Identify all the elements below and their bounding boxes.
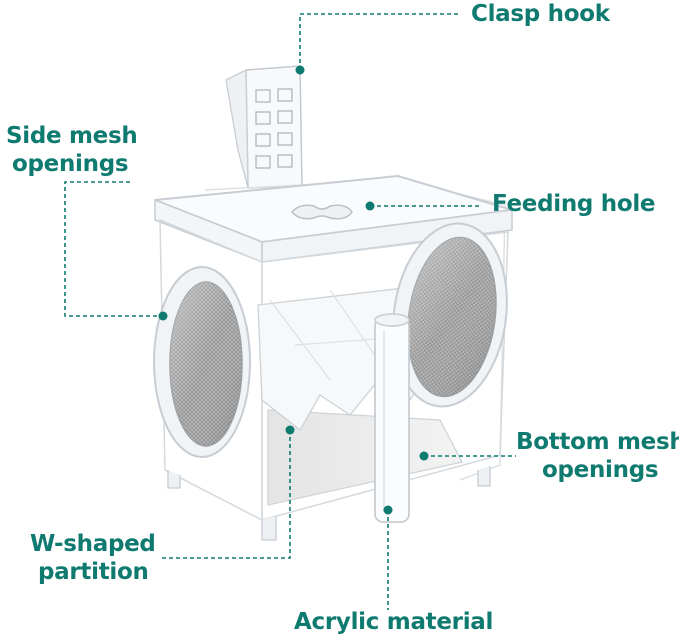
feeding-hole — [290, 204, 353, 220]
label-w-shaped-partition: W-shaped partition — [30, 530, 156, 586]
label-w-partition-line1: W-shaped — [30, 531, 156, 557]
label-acrylic-material: Acrylic material — [294, 608, 493, 636]
label-feeding-hole-text: Feeding hole — [492, 191, 656, 217]
label-acrylic-material-text: Acrylic material — [294, 609, 494, 635]
label-bottom-mesh-line2: openings — [542, 457, 659, 483]
clasp-hook — [225, 65, 303, 189]
label-side-mesh-openings: Side mesh openings — [6, 122, 138, 178]
label-feeding-hole: Feeding hole — [492, 190, 656, 218]
label-side-mesh-line2: openings — [12, 151, 129, 177]
label-side-mesh-line1: Side mesh — [6, 123, 138, 149]
label-clasp-hook-text: Clasp hook — [471, 1, 610, 27]
clasp-slots — [255, 88, 293, 169]
side-mesh-right — [392, 222, 508, 408]
label-bottom-mesh-openings: Bottom mesh openings — [516, 428, 679, 484]
leader-dots — [158, 65, 429, 515]
label-clasp-hook: Clasp hook — [471, 0, 610, 28]
leader-lines — [64, 13, 516, 610]
acrylic-tube — [374, 313, 410, 523]
label-bottom-mesh-line1: Bottom mesh — [516, 429, 679, 455]
side-mesh-left — [153, 266, 251, 458]
label-w-partition-line2: partition — [38, 559, 149, 585]
